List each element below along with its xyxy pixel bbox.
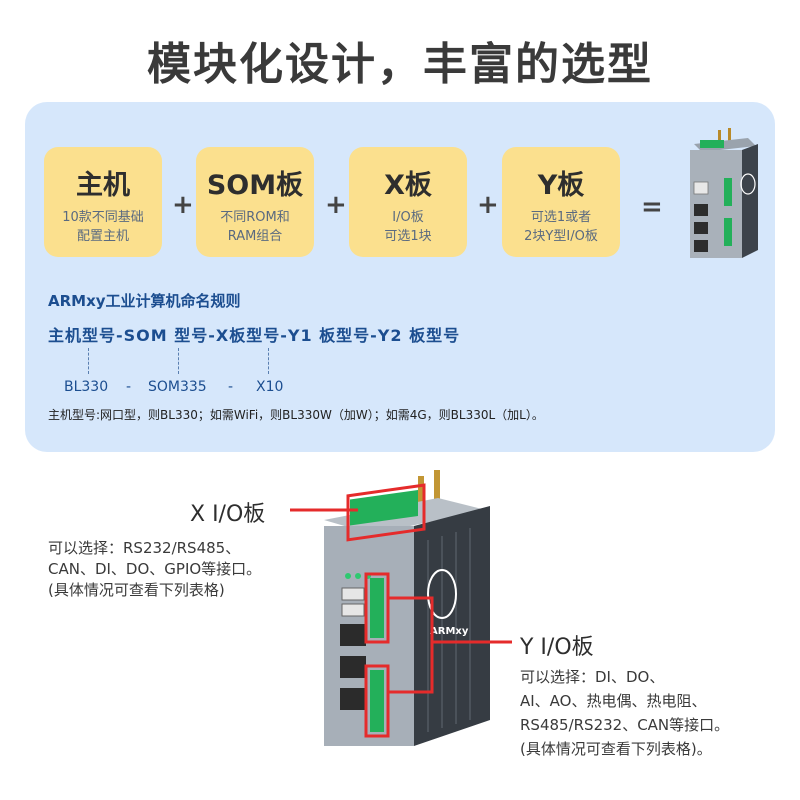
som-box: SOM板 不同ROM和 RAM组合 bbox=[196, 147, 314, 257]
x-io-line: 可以选择：RS232/RS485、 bbox=[48, 539, 241, 557]
y-board-box-sub2: 2块Y型I/O板 bbox=[524, 229, 598, 244]
guide-line bbox=[178, 348, 179, 374]
y-io-line: RS485/RS232、CAN等接口。 bbox=[520, 716, 730, 734]
naming-note: 主机型号:网口型，则BL330；如需WiFi，则BL330W（加W）；如需4G，… bbox=[48, 408, 544, 422]
host-box: 主机 10款不同基础 配置主机 bbox=[44, 147, 162, 257]
example-x: X10 bbox=[256, 379, 284, 395]
y-board-box: Y板 可选1或者 2块Y型I/O板 bbox=[502, 147, 620, 257]
plus-sign: + bbox=[172, 190, 194, 220]
naming-rule-formula: 主机型号-SOM 型号-X板型号-Y1 板型号-Y2 板型号 bbox=[48, 326, 461, 345]
page-title: 模块化设计，丰富的选型 bbox=[147, 39, 653, 90]
y-io-label: Y I/O板 bbox=[520, 635, 594, 660]
host-box-sub1: 10款不同基础 bbox=[62, 210, 144, 225]
x-io-line: (具体情况可查看下列表格) bbox=[48, 581, 225, 599]
host-box-title: 主机 bbox=[76, 170, 130, 201]
y-board-box-sub1: 可选1或者 bbox=[530, 210, 592, 225]
y-io-line: 可以选择：DI、DO、 bbox=[520, 668, 665, 686]
som-box-sub1: 不同ROM和 bbox=[220, 210, 290, 225]
plus-sign: + bbox=[325, 190, 347, 220]
x-board-box-sub1: I/O板 bbox=[392, 210, 424, 225]
x-board-box: X板 I/O板 可选1块 bbox=[349, 147, 467, 257]
x-io-label: X I/O板 bbox=[190, 502, 266, 527]
x-io-description: 可以选择：RS232/RS485、 CAN、DI、DO、GPIO等接口。 (具体… bbox=[48, 538, 261, 601]
y-io-description: 可以选择：DI、DO、 AI、AO、热电偶、热电阻、 RS485/RS232、C… bbox=[520, 665, 729, 761]
example-dash: - bbox=[228, 379, 234, 395]
device-large-image: ARMxy bbox=[324, 470, 490, 746]
y-io-line: (具体情况可查看下列表格)。 bbox=[520, 740, 712, 758]
y-io-line: AI、AO、热电偶、热电阻、 bbox=[520, 692, 707, 710]
example-host: BL330 bbox=[64, 379, 109, 395]
example-dash: - bbox=[126, 379, 132, 395]
x-board-box-title: X板 bbox=[384, 170, 432, 201]
equals-sign: = bbox=[641, 192, 663, 222]
y-board-box-title: Y板 bbox=[537, 170, 585, 201]
naming-rule-heading: ARMxy工业计算机命名规则 bbox=[48, 292, 241, 310]
host-box-sub2: 配置主机 bbox=[76, 229, 129, 244]
x-io-line: CAN、DI、DO、GPIO等接口。 bbox=[48, 560, 262, 578]
device-small-image bbox=[690, 128, 758, 258]
x-board-box-sub2: 可选1块 bbox=[384, 229, 432, 244]
guide-line bbox=[268, 348, 269, 374]
guide-line bbox=[88, 348, 89, 374]
som-box-title: SOM板 bbox=[206, 170, 304, 201]
plus-sign: + bbox=[477, 190, 499, 220]
som-box-sub2: RAM组合 bbox=[227, 229, 283, 244]
example-som: SOM335 bbox=[148, 379, 207, 395]
brand-label: ARMxy bbox=[430, 626, 469, 637]
